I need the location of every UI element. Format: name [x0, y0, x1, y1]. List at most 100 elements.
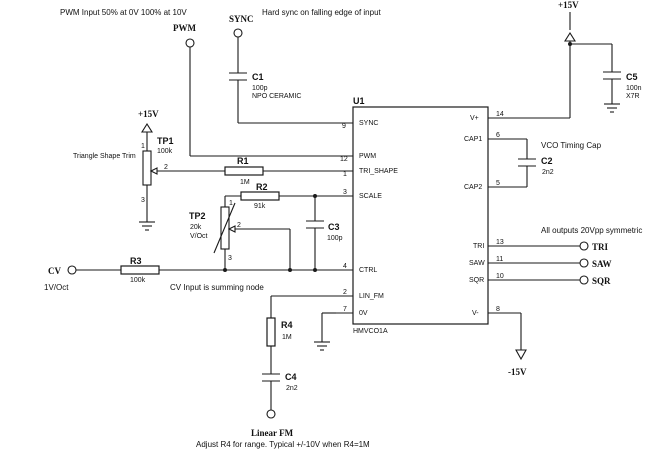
- svg-text:2n2: 2n2: [286, 385, 298, 392]
- resistor-r3: R3 100k: [120, 256, 160, 284]
- output-tri[interactable]: TRI: [579, 241, 609, 252]
- capacitor-c5: C5 100n X7R: [603, 44, 642, 113]
- svg-text:NPO CERAMIC: NPO CERAMIC: [252, 93, 301, 100]
- outputs-note: All outputs 20Vpp symmetric: [541, 226, 642, 235]
- svg-text:100k: 100k: [130, 277, 146, 284]
- svg-text:V-: V-: [472, 310, 479, 317]
- svg-text:12: 12: [340, 156, 348, 163]
- svg-text:+15V: +15V: [558, 0, 579, 10]
- fm-note: Adjust R4 for range. Typical +/-10V when…: [196, 440, 370, 449]
- resistor-r1: R1 1M: [224, 156, 264, 186]
- svg-text:1V/Oct: 1V/Oct: [44, 283, 69, 292]
- svg-text:2: 2: [237, 222, 241, 229]
- svg-text:100p: 100p: [327, 235, 343, 242]
- svg-text:1: 1: [229, 200, 233, 207]
- output-saw[interactable]: SAW: [579, 258, 612, 269]
- svg-text:1M: 1M: [240, 179, 250, 186]
- input-pwm[interactable]: PWM: [173, 23, 196, 48]
- svg-text:2: 2: [343, 289, 347, 296]
- ic-right-pins: 14 V+ 6 CAP1 5 CAP2 13 TRI 11 SAW 10 SQR…: [464, 111, 580, 317]
- svg-text:R3: R3: [130, 256, 142, 266]
- svg-text:11: 11: [496, 256, 503, 263]
- svg-text:SYNC: SYNC: [359, 120, 378, 127]
- svg-text:TRI: TRI: [592, 242, 609, 252]
- svg-text:100k: 100k: [157, 148, 173, 155]
- svg-text:SAW: SAW: [469, 260, 485, 267]
- trimmer-tp1: TP1 100k 1 2 3: [139, 136, 336, 231]
- svg-text:C3: C3: [328, 222, 340, 232]
- ic-u1: U1 HMVCO1A: [352, 96, 489, 335]
- capacitor-c4: C4 2n2: [285, 372, 298, 392]
- svg-text:7: 7: [343, 306, 347, 313]
- capacitor-c1: C1 100p NPO CERAMIC: [229, 37, 336, 124]
- linfm-network: [262, 295, 336, 410]
- svg-text:HMVCO1A: HMVCO1A: [353, 328, 388, 335]
- sync-note: Hard sync on falling edge of input: [262, 8, 382, 17]
- svg-text:4: 4: [343, 263, 347, 270]
- svg-text:V+: V+: [470, 115, 479, 122]
- power-pos-top: +15V: [558, 0, 612, 118]
- svg-text:14: 14: [496, 111, 504, 118]
- svg-text:TP2: TP2: [189, 211, 206, 221]
- svg-text:6: 6: [496, 132, 500, 139]
- ground-0v: [314, 312, 336, 351]
- svg-text:1M: 1M: [282, 334, 292, 341]
- input-linear-fm[interactable]: Linear FM: [251, 409, 294, 438]
- svg-text:+15V: +15V: [138, 109, 159, 119]
- svg-text:TP1: TP1: [157, 136, 174, 146]
- svg-text:SQR: SQR: [592, 276, 611, 286]
- cv-note: CV Input is summing node: [170, 283, 264, 292]
- trimmer-tp2-labels: TP2 20k V/Oct 1 2 3: [189, 200, 241, 262]
- svg-text:R4: R4: [281, 320, 293, 330]
- svg-text:9: 9: [342, 123, 346, 130]
- svg-text:8: 8: [496, 306, 500, 313]
- svg-text:CV: CV: [48, 266, 61, 276]
- svg-text:C4: C4: [285, 372, 297, 382]
- svg-text:C2: C2: [541, 156, 553, 166]
- power-pos-trim: +15V: [138, 109, 159, 151]
- svg-text:TRI_SHAPE: TRI_SHAPE: [359, 168, 398, 175]
- svg-text:Linear FM: Linear FM: [251, 428, 294, 438]
- svg-text:U1: U1: [353, 96, 365, 106]
- svg-text:13: 13: [496, 239, 504, 246]
- svg-text:100p: 100p: [252, 85, 268, 92]
- svg-text:SYNC: SYNC: [229, 14, 254, 24]
- svg-text:C1: C1: [252, 72, 264, 82]
- svg-text:R1: R1: [237, 156, 249, 166]
- svg-text:3: 3: [228, 255, 232, 262]
- triangle-trim-note: Triangle Shape Trim: [73, 153, 136, 160]
- resistor-r4: R4 1M: [281, 320, 293, 341]
- svg-text:3: 3: [343, 189, 347, 196]
- output-sqr[interactable]: SQR: [579, 275, 611, 286]
- input-sync[interactable]: SYNC: [229, 14, 254, 38]
- capacitor-c3-labels: C3 100p: [327, 222, 343, 242]
- capacitor-c2: C2 2n2: [518, 139, 554, 187]
- svg-text:10: 10: [496, 273, 504, 280]
- svg-text:20k: 20k: [190, 224, 202, 231]
- svg-text:3: 3: [141, 197, 145, 204]
- svg-text:-15V: -15V: [508, 367, 527, 377]
- scale-network: [213, 194, 336, 272]
- svg-text:CAP1: CAP1: [464, 136, 482, 143]
- resistor-r2: R2 91k: [240, 182, 280, 210]
- svg-text:1: 1: [343, 171, 347, 178]
- svg-text:CAP2: CAP2: [464, 184, 482, 191]
- svg-text:91k: 91k: [254, 203, 266, 210]
- svg-text:5: 5: [496, 180, 500, 187]
- svg-text:LIN_FM: LIN_FM: [359, 293, 384, 300]
- input-cv[interactable]: CV 1V/Oct: [44, 265, 77, 292]
- svg-text:V/Oct: V/Oct: [190, 233, 208, 240]
- svg-text:100n: 100n: [626, 85, 642, 92]
- svg-text:CTRL: CTRL: [359, 267, 377, 274]
- svg-text:SQR: SQR: [469, 277, 484, 284]
- svg-text:X7R: X7R: [626, 93, 640, 100]
- svg-text:1: 1: [141, 143, 145, 150]
- svg-text:C5: C5: [626, 72, 638, 82]
- svg-text:2n2: 2n2: [542, 169, 554, 176]
- svg-text:2: 2: [164, 164, 168, 171]
- ic-left-pins: 9 SYNC 12 PWM 1 TRI_SHAPE 3 SCALE 4 CTRL…: [336, 120, 398, 317]
- vco-cap-note: VCO Timing Cap: [541, 141, 602, 150]
- svg-text:SCALE: SCALE: [359, 193, 382, 200]
- pwm-note: PWM Input 50% at 0V 100% at 10V: [60, 8, 187, 17]
- svg-text:0V: 0V: [359, 310, 368, 317]
